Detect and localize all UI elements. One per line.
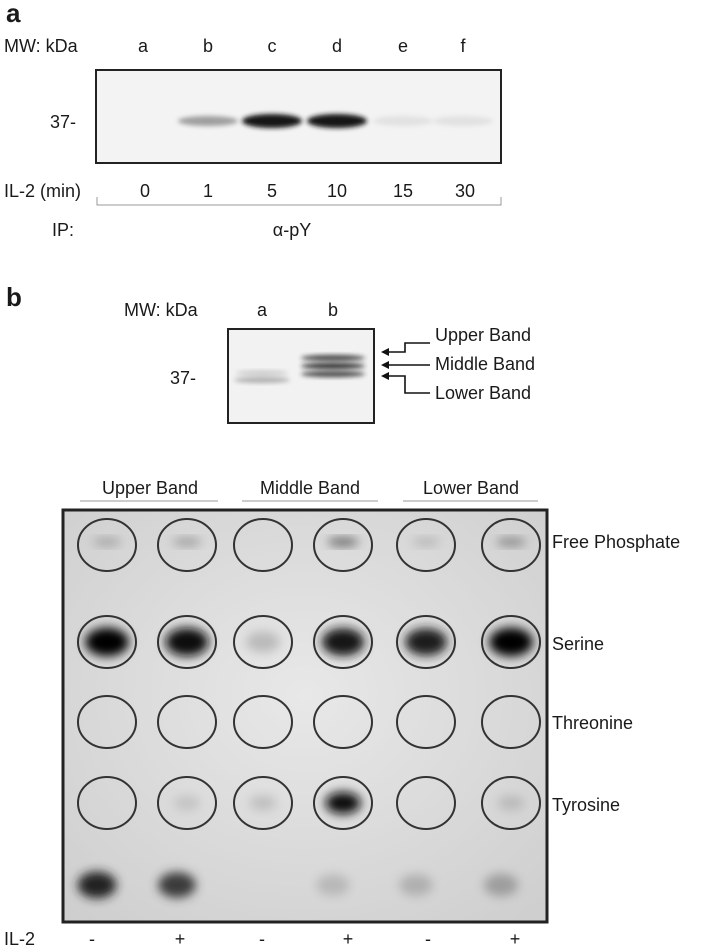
tlc-spot-r2-c2 [233,695,293,749]
upper-band-label: Upper Band [435,325,532,345]
il2-sign-3: + [342,929,354,949]
tlc-spot-r3-c2 [233,776,293,830]
tlc-group-middle: Middle Band [259,478,361,498]
panel-b-blot [227,328,375,424]
tlc-spot-r1-c0 [77,615,137,669]
tlc-spot-r3-c1 [157,776,217,830]
origin-spot-1 [158,872,196,898]
tlc-spot-r3-c5 [481,776,541,830]
origin-spot-3 [316,874,350,896]
band-lane-d [307,114,367,128]
lane-label-a: a [137,36,149,56]
lane-label-d: d [331,36,343,56]
band-lane-b [178,116,238,126]
middle-band-label: Middle Band [435,354,536,374]
row-label-free-phosphate: Free Phosphate [552,532,681,552]
panel-a-marker: 37- [50,112,77,132]
row-label-serine: Serine [552,634,605,654]
panel-b-lane-b: b [327,300,339,320]
tlc-spot-r0-c5 [481,518,541,572]
lower-band-label: Lower Band [435,383,532,403]
panel-b-marker: 37- [170,368,197,388]
il2-value-5: 30 [454,181,476,201]
tlc-group-upper: Upper Band [101,478,199,498]
panel-b-letter: b [6,282,22,312]
tlc-plate [61,508,549,924]
panel-a-blot [95,69,502,164]
il2-sign-5: + [509,929,521,949]
tlc-spot-r1-c1 [157,615,217,669]
tlc-spot-r3-c0 [77,776,137,830]
tlc-spot-r1-c4 [396,615,456,669]
tlc-spot-r3-c4 [396,776,456,830]
lane-label-b: b [202,36,214,56]
lane-label-e: e [397,36,409,56]
tlc-spot-r0-c1 [157,518,217,572]
panel-b-mw-label: MW: kDa [124,300,198,320]
tlc-spot-r1-c5 [481,615,541,669]
arrowheads [381,348,389,380]
tlc-spot-r3-c3 [313,776,373,830]
band-lane-c [242,114,302,128]
il2-row-label: IL-2 [4,929,36,949]
origin-spot-5 [483,873,519,897]
tlc-spot-r0-c3 [313,518,373,572]
panel-b-lane-a: a [256,300,268,320]
tlc-spot-r2-c5 [481,695,541,749]
il2-bracket [96,197,502,206]
il2-value-3: 10 [326,181,348,201]
band-lane-f [433,116,493,126]
tlc-spot-r1-c2 [233,615,293,669]
tlc-spot-r0-c4 [396,518,456,572]
row-label-threonine: Threonine [552,713,634,733]
il2-value-2: 5 [266,181,278,201]
ip-antibody: α-pY [272,220,312,240]
tlc-spot-r2-c0 [77,695,137,749]
tlc-spot-r2-c1 [157,695,217,749]
lane-label-f: f [460,36,466,56]
origin-spot-4 [399,874,433,896]
il2-value-0: 0 [139,181,151,201]
il2-sign-1: + [174,929,186,949]
band-arrows [386,342,430,394]
il2-min-label: IL-2 (min) [4,181,82,201]
tlc-spot-r2-c4 [396,695,456,749]
il2-value-1: 1 [202,181,214,201]
panel-a-letter: a [6,0,21,28]
band-lane-e [373,116,433,126]
il2-sign-4: - [425,929,431,949]
il2-sign-2: - [259,929,265,949]
panel-a-mw-label: MW: kDa [4,36,78,56]
tlc-spot-r0-c0 [77,518,137,572]
tlc-spot-r1-c3 [313,615,373,669]
row-label-tyrosine: Tyrosine [552,795,621,815]
tlc-group-lower: Lower Band [422,478,520,498]
lane-label-c: c [267,36,277,56]
tlc-spot-r2-c3 [313,695,373,749]
il2-value-4: 15 [392,181,414,201]
ip-label: IP: [52,220,75,240]
origin-spot-0 [77,871,117,899]
il2-sign-0: - [89,929,95,949]
tlc-spot-r0-c2 [233,518,293,572]
